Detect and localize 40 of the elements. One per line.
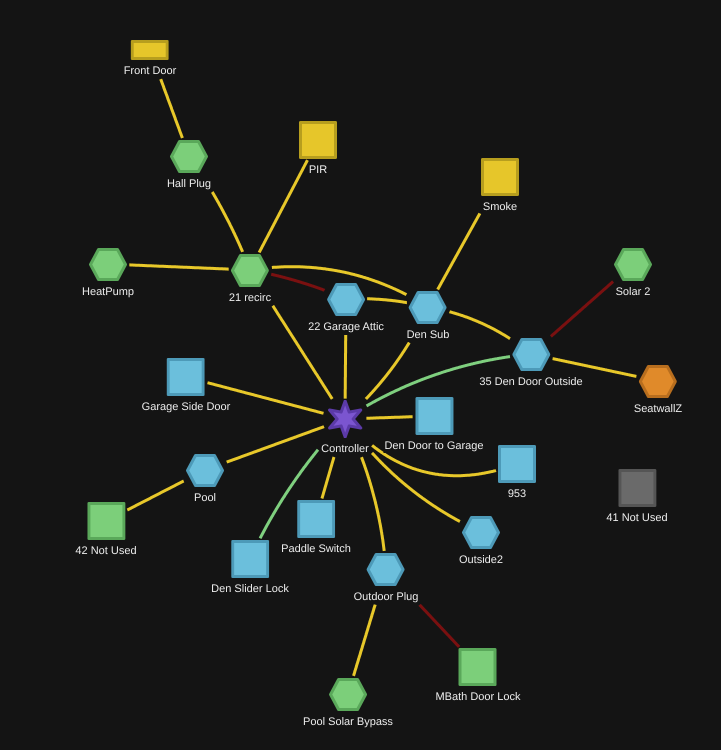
connection-line	[258, 159, 309, 254]
node-label: Den Door to Garage	[383, 440, 485, 453]
connection-line	[365, 415, 414, 420]
connection-line	[552, 357, 638, 378]
node-label: 35 Den Door Outside	[478, 376, 584, 388]
connection-line	[206, 381, 324, 415]
node-label: Pool Solar Bypass	[302, 716, 394, 728]
connection-line	[448, 310, 511, 340]
node-label: Outside2	[458, 554, 504, 566]
connection-line	[271, 265, 408, 296]
node-label: SeatwallZ	[632, 402, 684, 416]
connection-line	[272, 304, 334, 400]
connection-line	[366, 355, 510, 408]
node-label: Pool	[192, 492, 218, 504]
connection-line	[360, 456, 386, 552]
connection-line	[370, 452, 461, 523]
connection-line	[418, 604, 460, 648]
node-label: Garage Side Door	[140, 401, 232, 414]
connection-line	[364, 342, 411, 400]
node-label: HeatPump	[81, 286, 135, 298]
connection-line	[210, 191, 244, 253]
node-label: Den Sub	[406, 328, 450, 342]
connection-line	[344, 334, 348, 400]
node-label: 22 Garage Attic	[307, 320, 385, 334]
node-label: Solar 2	[614, 286, 652, 298]
connection-line	[270, 272, 326, 292]
node-label: Hall Plug	[166, 178, 212, 190]
connection-line	[226, 425, 325, 464]
node-label: Outdoor Plug	[352, 590, 420, 604]
connection-line	[550, 280, 614, 338]
connection-line	[352, 604, 377, 677]
connection-line	[320, 456, 336, 500]
connection-line	[371, 444, 496, 478]
connection-line	[128, 263, 230, 271]
connection-line	[126, 480, 185, 512]
node-label: 21 recirc	[228, 292, 272, 304]
connection-line	[366, 297, 408, 304]
connection-line	[159, 78, 184, 139]
connection-line	[436, 212, 482, 290]
connection-line	[258, 448, 320, 539]
